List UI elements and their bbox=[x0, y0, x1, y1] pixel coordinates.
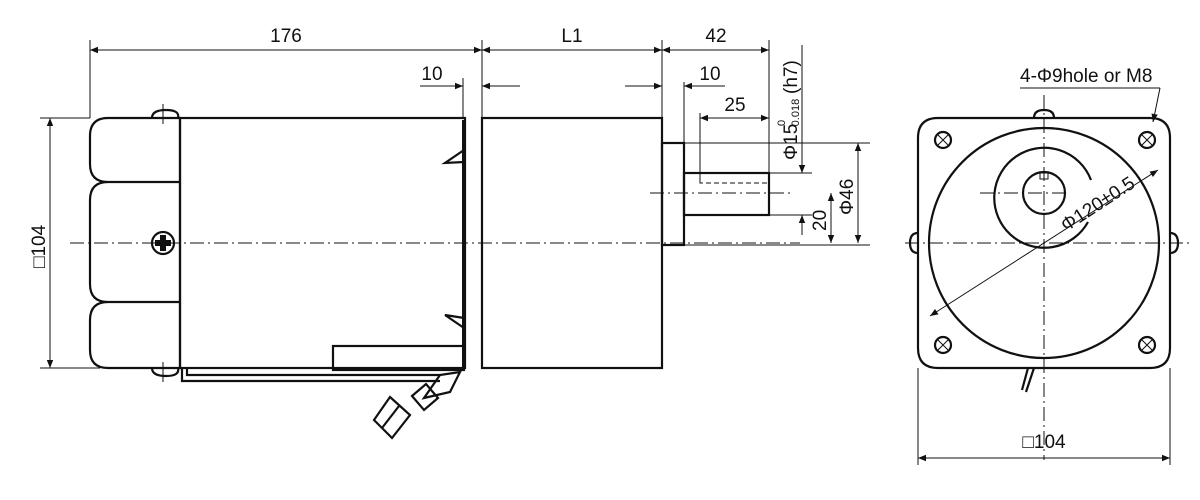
side-dimensions: 176 L1 42 10 10 25 Φ15 0 -0.018 (h7) 20 … bbox=[29, 26, 870, 369]
mounting-hole-icon bbox=[933, 130, 953, 150]
shaft-diameter-label: Φ15 0 -0.018 (h7) bbox=[776, 60, 802, 160]
hole-note: 4-Φ9hole or M8 bbox=[1020, 66, 1152, 87]
screw-icon bbox=[150, 230, 176, 256]
dim-bolt-circle: Φ120±0.5 bbox=[1057, 173, 1139, 236]
mounting-hole-icon bbox=[1137, 130, 1157, 150]
dim-width-104: □104 bbox=[1022, 432, 1066, 453]
dim-42: 42 bbox=[705, 26, 726, 47]
rotation-arc bbox=[993, 146, 1093, 249]
fan-cover bbox=[88, 104, 182, 382]
dim-key-length: 25 bbox=[724, 95, 745, 116]
mounting-holes bbox=[933, 130, 1157, 355]
mounting-hole-icon bbox=[933, 335, 953, 355]
lead-wires bbox=[1020, 367, 1036, 393]
motor-body bbox=[178, 116, 467, 383]
connector-plug bbox=[372, 370, 462, 440]
side-view: 176 L1 42 10 10 25 Φ15 0 -0.018 (h7) 20 … bbox=[29, 26, 870, 440]
dim-height-104: □104 bbox=[29, 224, 50, 268]
dim-46: Φ46 bbox=[837, 179, 858, 215]
flange-plate bbox=[916, 116, 1172, 370]
tolerance-upper: 0 bbox=[776, 120, 788, 126]
output-shaft bbox=[682, 171, 771, 217]
tolerance-lower: -0.018 bbox=[790, 99, 802, 130]
tolerance-fit: (h7) bbox=[781, 60, 802, 94]
dim-flange-gap: 10 bbox=[421, 64, 442, 85]
dim-l1: L1 bbox=[561, 26, 582, 47]
dim-pilot-length: 10 bbox=[699, 64, 720, 85]
pilot-flange bbox=[660, 141, 686, 247]
mounting-hole-icon bbox=[1137, 335, 1157, 355]
dim-shaft-diameter: Φ15 bbox=[781, 124, 802, 160]
dim-176: 176 bbox=[270, 26, 302, 47]
front-view: 4-Φ9hole or M8 Φ120±0.5 □104 bbox=[905, 66, 1190, 465]
dim-20: 20 bbox=[810, 210, 831, 231]
key-slot bbox=[699, 173, 769, 184]
gear-housing-circle bbox=[927, 126, 1161, 360]
